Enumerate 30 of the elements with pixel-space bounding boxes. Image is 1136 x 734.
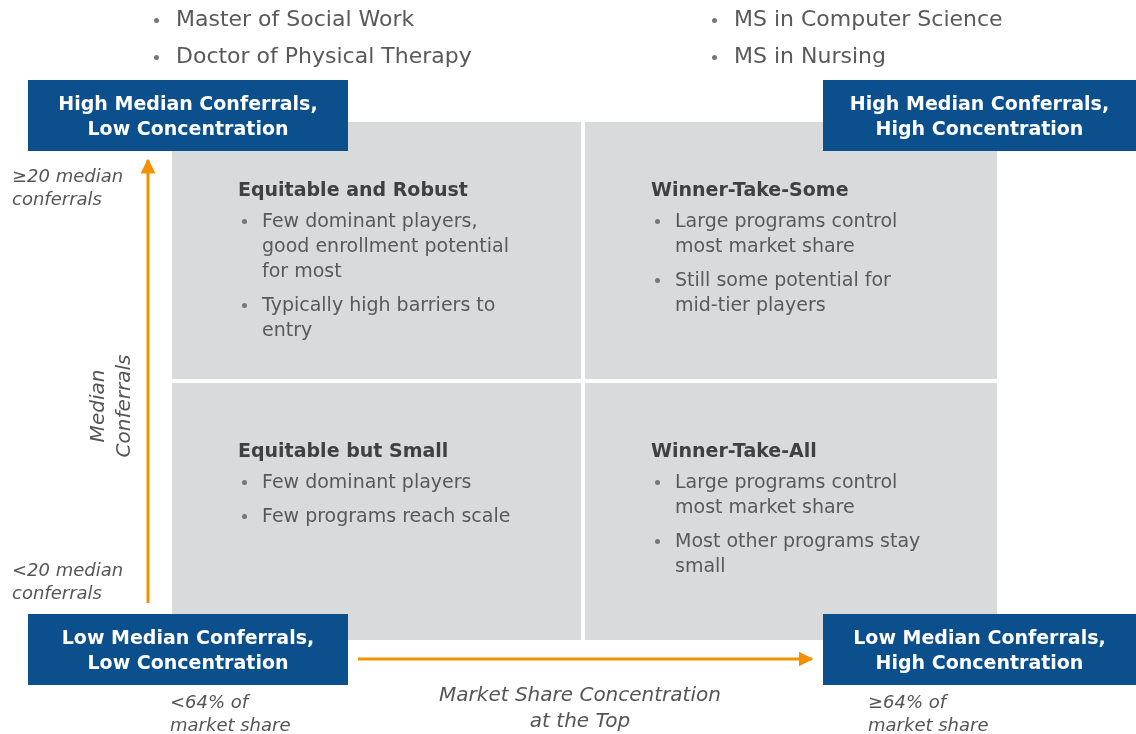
category-box [823, 80, 1136, 151]
program-bullet: MS in Nursing [708, 43, 886, 68]
category-label: Low Median Conferrals, Low Concentration [60, 624, 316, 675]
program-bullet: MS in Computer Science [708, 6, 1003, 31]
quadrant-heading: Winner-Take-All [651, 439, 818, 461]
bullet-item: Few dominant players [238, 469, 511, 494]
axis-title: Market Share Concentration at the Top [438, 681, 722, 733]
category-box [28, 614, 348, 685]
category-box [28, 80, 348, 151]
category-box [823, 614, 1136, 685]
threshold-note: ≥20 median conferrals [12, 164, 125, 210]
program-bullet: Doctor of Physical Therapy [150, 43, 472, 68]
category-label: Low Median Conferrals, High Concentration [852, 624, 1107, 675]
bullet-item: Few dominant players, good enrollment potential for most [238, 208, 511, 283]
quadrant-heading: Equitable but Small [238, 439, 450, 461]
category-label: High Median Conferrals, Low Concentration [57, 90, 319, 141]
axis-title: Median Conferrals [84, 353, 136, 460]
threshold-note: <20 median conferrals [12, 558, 125, 604]
bullet-item: Large programs control most market share [651, 208, 927, 258]
bullet-item: Typically high barriers to entry [238, 292, 511, 342]
bullet-item: Large programs control most market share [651, 469, 927, 519]
bullet-item: Few programs reach scale [238, 503, 511, 528]
quadrant-heading: Equitable and Robust [238, 178, 469, 200]
threshold-note: ≥64% of market share [868, 690, 990, 734]
category-label: High Median Conferrals, High Concentration [848, 90, 1111, 141]
quadrant-heading: Winner-Take-Some [651, 178, 850, 200]
bullet-item: Most other programs stay small [651, 528, 927, 578]
bullet-item: Still some potential for mid-tier players [651, 267, 927, 317]
threshold-note: <64% of market share [170, 690, 292, 734]
program-bullet: Master of Social Work [150, 6, 415, 31]
